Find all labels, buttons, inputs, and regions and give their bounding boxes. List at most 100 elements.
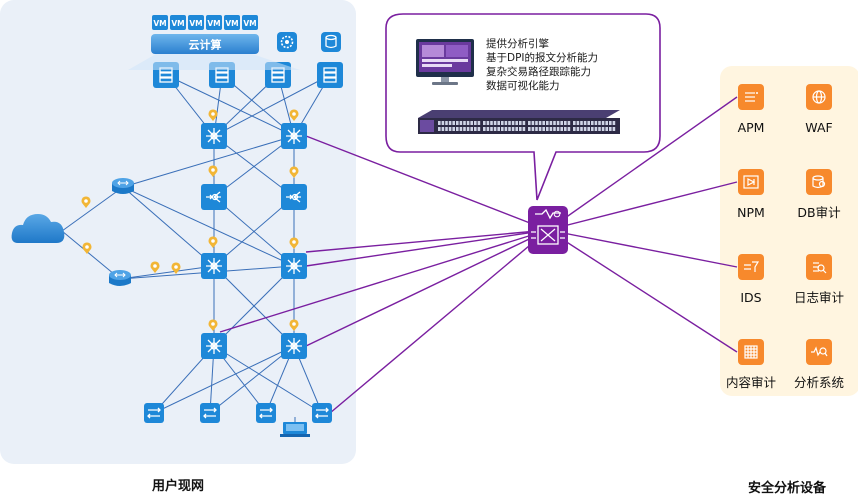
tap-pin-icon [289, 237, 299, 249]
security-tool-label: 内容审计 [726, 375, 776, 390]
tap-pin-icon [81, 196, 91, 208]
router-aggr-link [119, 265, 215, 280]
aggr-dist-link [213, 265, 295, 347]
security-tool-npm[interactable]: NPM [737, 169, 765, 220]
vm-box [188, 15, 204, 30]
access-switch-icon[interactable] [312, 403, 332, 423]
load-balancer-icon[interactable] [201, 184, 227, 210]
security-devices-caption: 安全分析设备 [748, 480, 827, 494]
callout-line-4: 数据可视化能力 [486, 79, 560, 92]
security-tool-label: APM [738, 120, 765, 135]
security-tool-label: 日志审计 [794, 290, 844, 305]
security-tool-label: WAF [805, 120, 832, 135]
vm-box [152, 15, 168, 30]
vm-box [224, 15, 240, 30]
mirror-link [219, 229, 549, 333]
packet-broker-hub[interactable] [528, 206, 568, 254]
security-tool-label: IDS [740, 290, 761, 305]
workstation-group-icon [280, 417, 310, 437]
mirror-link [305, 229, 549, 267]
tap-pin-icon [208, 319, 218, 331]
security-tool-db审计[interactable]: DB审计 [797, 169, 841, 220]
user-network-caption: 用户现网 [151, 478, 204, 494]
core-switch-icon[interactable] [281, 123, 307, 149]
router-icon[interactable] [112, 178, 134, 194]
tool-link [547, 96, 738, 231]
grid-icon [738, 339, 764, 365]
mirror-link [305, 229, 549, 347]
vm-label: VM [207, 19, 220, 28]
cloud-router-link [61, 230, 121, 280]
tap-pin-icon [171, 262, 181, 274]
access-switch-icon[interactable] [200, 403, 220, 423]
user-network-panel [0, 0, 356, 464]
router-aggr-link [122, 186, 215, 267]
filter-icon [738, 254, 764, 280]
vm-box [206, 15, 222, 30]
security-tools-panel [720, 66, 858, 396]
server-core-link [165, 74, 295, 137]
tool-link [547, 181, 738, 231]
cloud-router-link [61, 186, 124, 232]
tap-pin-icon [208, 109, 218, 121]
security-tool-apm[interactable]: APM [738, 84, 765, 135]
callout-line-1: 提供分析引擎 [486, 37, 549, 50]
core-lb-link [213, 135, 295, 198]
dashboard-monitor-icon [416, 39, 474, 85]
callout-line-3: 复杂交易路径跟踪能力 [486, 65, 591, 78]
callout-line-2: 基于DPI的报文分析能力 [486, 51, 598, 64]
lb-aggr-link [213, 196, 295, 267]
diode-icon [738, 169, 764, 195]
mirror-link [329, 229, 549, 414]
storage-icon [321, 32, 341, 52]
internet-cloud-icon [11, 214, 65, 243]
security-tool-日志审计[interactable]: 日志审计 [794, 254, 844, 305]
analysis-appliance-icon [418, 110, 620, 134]
router-icon[interactable] [109, 270, 131, 286]
tool-link [547, 229, 738, 353]
gear-icon [277, 32, 297, 52]
tool-link [547, 229, 738, 268]
security-tool-分析系统[interactable]: 分析系统 [794, 339, 844, 390]
access-switch-icon[interactable] [256, 403, 276, 423]
security-tool-label: NPM [737, 205, 765, 220]
mirror-link [305, 135, 549, 231]
access-switch-icon[interactable] [144, 403, 164, 423]
log-search-icon [806, 254, 832, 280]
cloud-beam [128, 54, 300, 70]
security-tool-label: 分析系统 [794, 375, 844, 390]
tap-pin-icon [289, 319, 299, 331]
vm-box [170, 15, 186, 30]
distribution-switch-icon[interactable] [201, 333, 227, 359]
mirror-link [305, 229, 549, 253]
vm-label: VM [189, 19, 202, 28]
tap-pin-icon [82, 242, 92, 254]
aggregation-switch-icon[interactable] [281, 253, 307, 279]
cloud-computing-label: 云计算 [189, 38, 222, 52]
distribution-switch-icon[interactable] [281, 333, 307, 359]
core-switch-icon[interactable] [201, 123, 227, 149]
vm-label: VM [225, 19, 238, 28]
security-tool-内容审计[interactable]: 内容审计 [726, 339, 776, 390]
tap-pin-icon [208, 165, 218, 177]
aggregation-switch-icon[interactable] [201, 253, 227, 279]
cloud-computing-group: 云计算 [151, 34, 259, 54]
dist-access-link [153, 345, 295, 414]
router-core-link [122, 135, 295, 188]
security-tool-waf[interactable]: WAF [805, 84, 833, 135]
vm-label: VM [171, 19, 184, 28]
vm-label: VM [153, 19, 166, 28]
server-icon[interactable] [317, 62, 343, 88]
dist-access-link [209, 345, 295, 414]
security-tool-label: DB审计 [797, 205, 840, 220]
vm-box [242, 15, 258, 30]
router-aggr-link [122, 186, 295, 267]
load-balancer-icon[interactable] [281, 184, 307, 210]
pulse-search-icon [806, 339, 832, 365]
database-audit-icon [806, 169, 832, 195]
security-tool-ids[interactable]: IDS [738, 254, 764, 305]
globe-icon [806, 84, 832, 110]
cloud-computing-bar [151, 34, 259, 54]
tap-pin-icon [289, 109, 299, 121]
tap-pin-icon [208, 236, 218, 248]
